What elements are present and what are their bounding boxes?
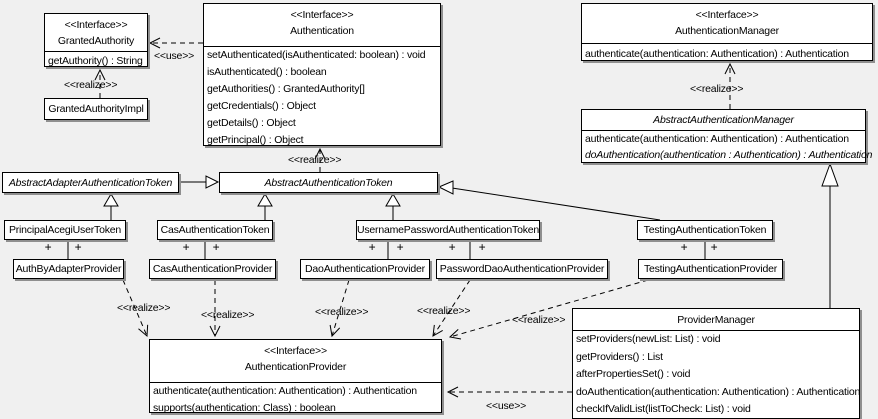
class-name: AuthenticationManager	[675, 25, 779, 37]
class-testing-authentication-provider: TestingAuthenticationProvider	[638, 259, 783, 279]
method-row: getDetails() : Object	[207, 117, 296, 129]
method-row: authenticate(authentication: Authenticat…	[153, 385, 417, 397]
class-granted-authority-impl: GrantedAuthorityImpl	[44, 98, 148, 120]
generalization-arrow-testing-token	[437, 180, 454, 195]
realize-label: <<realize>>	[288, 154, 342, 166]
class-name: DaoAuthenticationProvider	[305, 263, 425, 275]
generalization-arrow-adapter-token	[205, 175, 220, 189]
stereotype-label: <<Interface>>	[64, 19, 128, 31]
method-row: getAuthorities() : GrantedAuthority[]	[207, 83, 365, 95]
realize-label: <<realize>>	[201, 309, 255, 321]
association-plus: +	[680, 240, 688, 254]
class-dao-authentication-provider: DaoAuthenticationProvider	[300, 259, 430, 279]
association-plus: +	[74, 240, 82, 254]
method-row: getProviders() : List	[576, 350, 663, 363]
class-provider-manager: ProviderManager setProviders(newList: Li…	[572, 308, 860, 419]
method-row: doAuthentication(authentication: Authent…	[576, 385, 861, 398]
association-plus: +	[212, 240, 220, 254]
class-name: GrantedAuthorityImpl	[48, 103, 144, 115]
class-testing-authentication-token: TestingAuthenticationToken	[637, 220, 773, 240]
realize-label: <<realize>>	[690, 83, 744, 95]
method-row: getAuthority() : String	[48, 55, 143, 67]
association-plus: +	[478, 240, 486, 254]
class-name: AbstractAdapterAuthenticationToken	[8, 176, 173, 189]
realize-label: <<realize>>	[417, 305, 471, 317]
method-row: getCredentials() : Object	[207, 100, 316, 112]
class-username-password-authentication-token: UsernamePasswordAuthenticationToken	[356, 220, 540, 240]
class-name: GrantedAuthority	[57, 35, 135, 47]
use-label: <<use>>	[154, 50, 195, 62]
method-row: afterPropertiesSet() : void	[576, 368, 691, 381]
class-name: AbstractAuthenticationToken	[264, 176, 393, 189]
class-granted-authority: <<Interface>> GrantedAuthority getAuthor…	[44, 13, 148, 67]
class-name: TestingAuthenticationToken	[643, 224, 767, 236]
association-plus: +	[448, 240, 456, 254]
class-name: ProviderManager	[573, 309, 859, 331]
realize-edge-passworddaoauthenticationprovider	[432, 279, 471, 337]
association-plus: +	[368, 240, 376, 254]
class-cas-authentication-provider: CasAuthenticationProvider	[149, 259, 276, 279]
association-plus: +	[710, 240, 718, 254]
class-abstract-adapter-authentication-token: AbstractAdapterAuthenticationToken	[2, 172, 179, 193]
method-row: setAuthenticated(isAuthenticated: boolea…	[207, 49, 426, 61]
class-authentication-provider: <<Interface>> AuthenticationProvider aut…	[149, 339, 442, 413]
method-row: authenticate(authentication: Authenticat…	[585, 48, 849, 60]
class-authentication: <<Interface>> Authentication setAuthenti…	[203, 3, 441, 146]
stereotype-label: <<Interface>>	[264, 345, 327, 357]
class-name: TestingAuthenticationProvider	[643, 263, 778, 275]
generalization-arrow-principal-token	[103, 193, 119, 207]
generalization-arrow-usernamepassword-token	[385, 193, 401, 207]
association-plus: +	[44, 240, 52, 254]
method-row: checkIfValidList(listToCheck: List) : vo…	[576, 403, 751, 416]
realize-label: <<realize>>	[64, 79, 118, 91]
class-authentication-manager: <<Interface>> AuthenticationManager auth…	[581, 3, 873, 61]
association-plus: +	[396, 240, 404, 254]
realize-edge-testingauthenticationprovider	[448, 279, 649, 340]
class-cas-authentication-token: CasAuthenticationToken	[157, 220, 273, 240]
method-row: setProviders(newList: List) : void	[576, 333, 721, 345]
stereotype-label: <<Interface>>	[290, 9, 354, 21]
class-abstract-authentication-manager: AbstractAuthenticationManager authentica…	[581, 109, 873, 163]
class-name: Authentication	[290, 25, 354, 37]
realize-label: <<realize>>	[315, 306, 369, 318]
realize-label: <<realize>>	[512, 314, 566, 326]
realize-edge-authbyadapterprovider	[122, 279, 149, 338]
realize-label: <<realize>>	[117, 302, 171, 314]
class-name: CasAuthenticationToken	[160, 224, 270, 236]
class-name: UsernamePasswordAuthenticationToken	[356, 224, 540, 236]
method-row: authenticate(authentication: Authenticat…	[585, 133, 849, 145]
class-name: AbstractAuthenticationManager	[582, 110, 865, 131]
generalization-arrow-providermanager	[821, 162, 839, 187]
association-plus: +	[182, 240, 190, 254]
generalization-edge-testing-token	[451, 187, 661, 221]
class-name: AuthenticationProvider	[244, 361, 347, 373]
method-row: supports(authentication: Class) : boolea…	[153, 402, 336, 413]
stereotype-label: <<Interface>>	[695, 9, 759, 21]
class-auth-by-adapter-provider: AuthByAdapterProvider	[13, 259, 124, 279]
class-name: CasAuthenticationProvider	[152, 263, 273, 275]
method-row: getPrincipal() : Object	[207, 134, 304, 146]
class-name: PasswordDaoAuthenticationProvider	[439, 263, 605, 275]
class-abstract-authentication-token: AbstractAuthenticationToken	[219, 172, 438, 193]
class-name: AuthByAdapterProvider	[15, 263, 122, 275]
method-row: isAuthenticated() : boolean	[207, 66, 327, 78]
generalization-arrow-cas-token	[257, 193, 273, 207]
class-password-dao-authentication-provider: PasswordDaoAuthenticationProvider	[436, 259, 608, 279]
realize-edge-daoauthenticationprovider	[329, 279, 350, 338]
class-principal-acegi-user-token: PrincipalAcegiUserToken	[4, 220, 126, 240]
method-row: doAuthentication(authentication : Authen…	[585, 149, 873, 161]
use-label: <<use>>	[486, 400, 527, 412]
class-name: PrincipalAcegiUserToken	[8, 224, 122, 236]
